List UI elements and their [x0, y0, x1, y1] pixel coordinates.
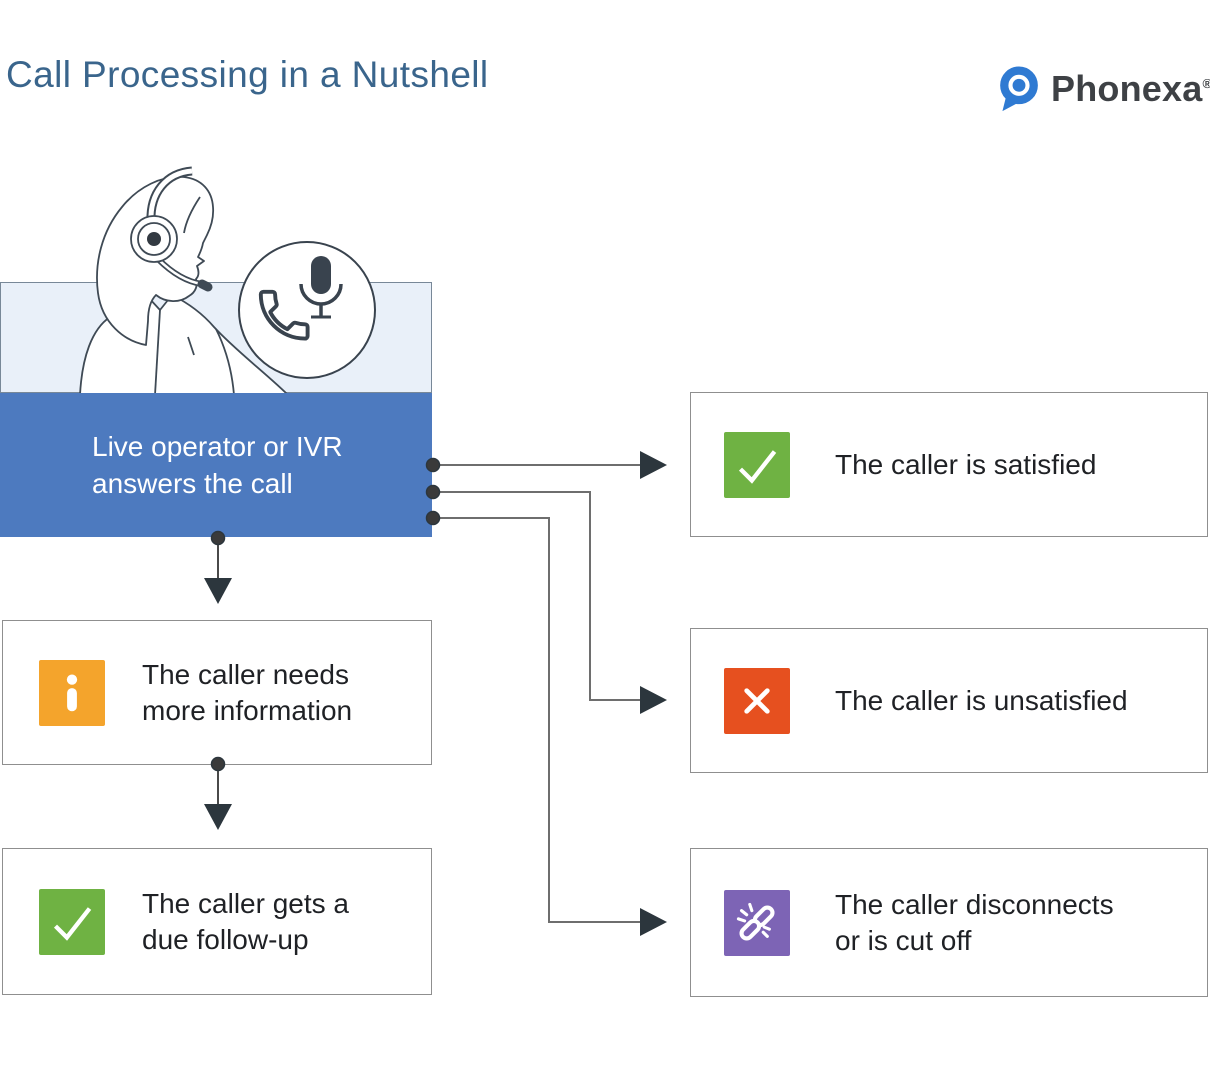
arrowhead-right-unsatisfied: [640, 686, 667, 714]
node-label: The caller needs more information: [142, 658, 353, 726]
brand-logo: Phonexa®: [996, 63, 1210, 115]
arrowhead-right-disconnects: [640, 908, 667, 936]
node-caller-disconnects: The caller disconnects or is cut off: [690, 848, 1208, 997]
phone-with-mic-icon: [238, 241, 376, 379]
phonexa-pin-icon: [1000, 66, 1038, 112]
check-icon: [39, 888, 105, 955]
mic-glyph: [299, 256, 343, 319]
node-label: The caller is satisfied: [835, 448, 1097, 480]
operator-with-headset-illustration: [79, 166, 289, 395]
arrowhead-down-needs-info: [204, 578, 232, 604]
node-label: The caller is unsatisfied: [835, 684, 1128, 716]
registered-mark: ®: [1202, 76, 1210, 91]
arrowhead-right-satisfied: [640, 451, 667, 479]
arrowhead-down-follow-up: [204, 804, 232, 830]
primary-node-line1: Live operator or IVR: [92, 431, 343, 462]
brand-wordmark: Phonexa®: [1051, 68, 1210, 110]
x-icon: [724, 667, 790, 734]
primary-node-live-operator: Live operator or IVR answers the call: [0, 393, 432, 537]
node-caller-gets-follow-up: The caller gets a due follow-up: [2, 848, 432, 995]
node-caller-needs-info: The caller needs more information: [2, 620, 432, 765]
check-icon: [724, 431, 790, 498]
broken-link-icon: [724, 889, 790, 956]
node-caller-unsatisfied: The caller is unsatisfied: [690, 628, 1208, 773]
primary-node-line2: answers the call: [92, 468, 293, 499]
node-label: The caller disconnects or is cut off: [835, 888, 1114, 956]
info-icon: [39, 659, 105, 726]
node-caller-satisfied: The caller is satisfied: [690, 392, 1208, 537]
node-label: The caller gets a due follow-up: [142, 887, 349, 955]
page-title: Call Processing in a Nutshell: [6, 54, 489, 95]
